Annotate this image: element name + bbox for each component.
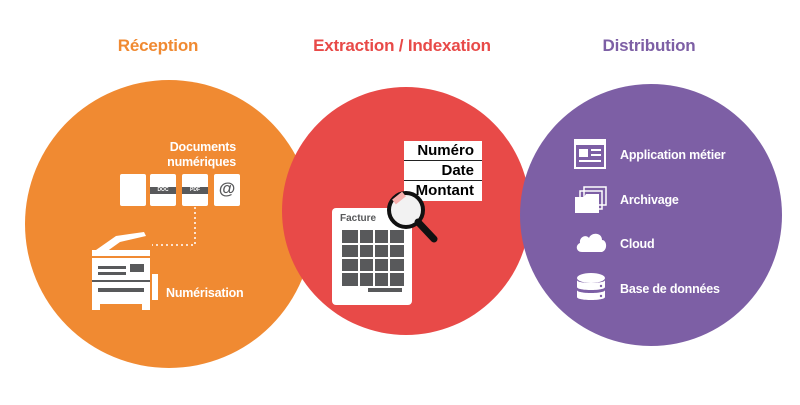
documents-label-line2: numériques: [167, 155, 236, 169]
invoice-grid-icon: [342, 230, 404, 286]
field-date: Date: [404, 161, 482, 181]
invoice-total-bar: [368, 288, 402, 292]
heading-reception: Réception: [117, 36, 199, 55]
reception-circle: [25, 80, 313, 368]
heading-distribution: Distribution: [602, 36, 696, 55]
documents-label-line1: Documents: [169, 140, 236, 154]
distribution-label-application: Application métier: [620, 148, 726, 162]
invoice-label: Facture: [340, 213, 377, 224]
blank-document-icon: [120, 174, 146, 206]
email-at-icon: @: [214, 174, 240, 206]
application-window-icon: [574, 139, 606, 169]
index-fields-table: Numéro Date Montant: [404, 141, 482, 201]
scan-label: Numérisation: [166, 286, 244, 300]
pdf-document-icon: PDF: [182, 174, 208, 206]
doc-tag: DOC: [150, 187, 176, 194]
pdf-tag: PDF: [182, 187, 208, 194]
doc-document-icon: DOC: [150, 174, 176, 206]
distribution-circle: [520, 84, 782, 346]
cloud-icon: [576, 233, 607, 252]
field-montant: Montant: [415, 182, 474, 199]
distribution-label-cloud: Cloud: [620, 237, 655, 251]
at-symbol: @: [218, 179, 236, 198]
magnifier-icon: [387, 191, 438, 243]
archive-folders-icon: [575, 186, 607, 213]
distribution-label-database: Base de données: [620, 282, 720, 296]
scanner-icon: [92, 232, 158, 310]
dotted-connector: [152, 207, 196, 246]
database-icon: [577, 273, 605, 300]
heading-extraction: Extraction / Indexation: [313, 36, 491, 55]
field-numero: Numéro: [404, 141, 482, 161]
distribution-label-archivage: Archivage: [620, 193, 679, 207]
